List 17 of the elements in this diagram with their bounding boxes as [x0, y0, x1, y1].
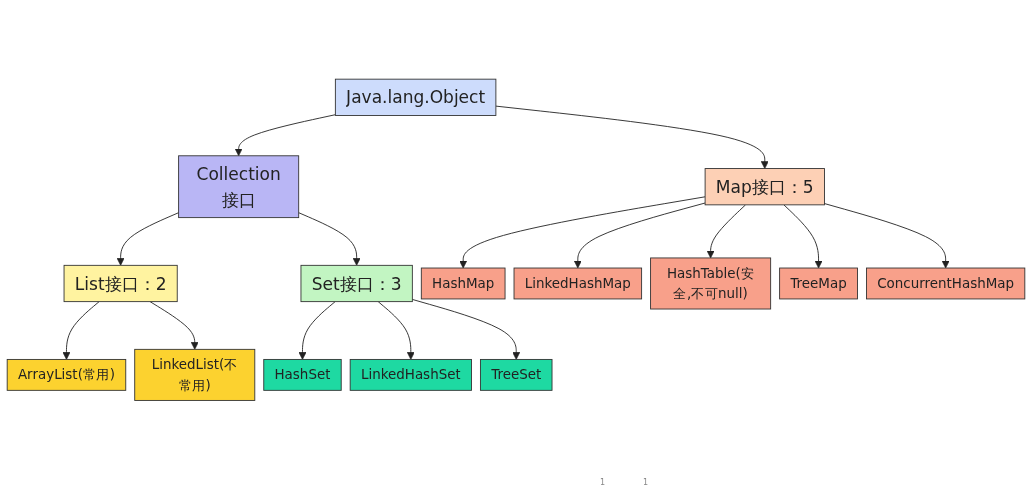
node-box: Collection接口: [178, 155, 300, 219]
node-box: Java.lang.Object: [334, 78, 497, 117]
node-box: HashTable(安全,不可null): [650, 257, 772, 310]
page-number: 1: [600, 478, 606, 487]
node-box: HashMap: [420, 267, 506, 300]
node-box: LinkedList(不常用): [134, 349, 256, 402]
node-box: ArrayList(常用): [6, 359, 127, 391]
node-box: Set接口：3: [300, 265, 413, 303]
node-box: LinkedHashMap: [513, 267, 643, 300]
node-box: TreeMap: [779, 267, 858, 300]
node-box: HashSet: [263, 359, 342, 391]
node-box: List接口：2: [63, 265, 178, 303]
node-box: TreeSet: [480, 359, 553, 391]
node-box: ConcurrentHashMap: [866, 267, 1026, 300]
node-box: Map接口：5: [704, 168, 825, 206]
node-box: LinkedHashSet: [349, 359, 472, 391]
page-number: 1: [643, 478, 649, 487]
